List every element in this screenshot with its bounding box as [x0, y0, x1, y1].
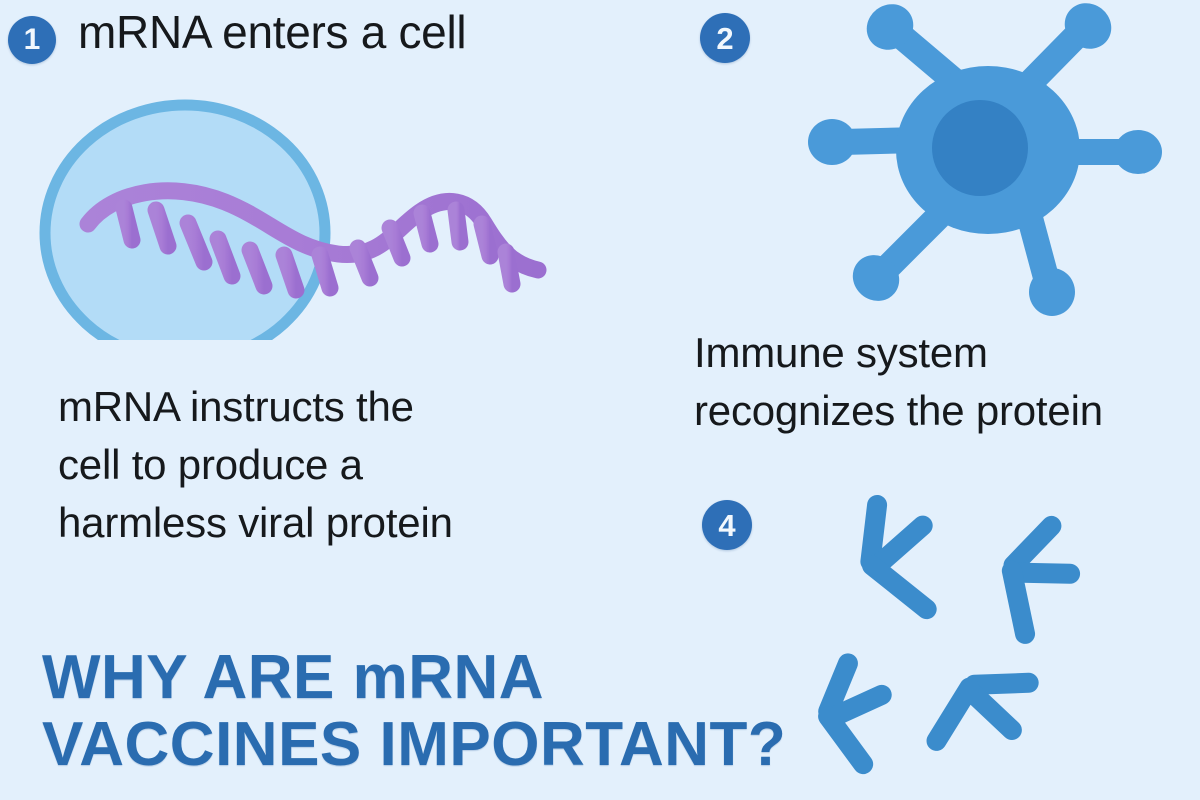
page-headline: WHY ARE mRNA VACCINES IMPORTANT? — [42, 643, 787, 779]
step-number-badge-1: 1 — [8, 16, 56, 64]
caption-line: harmless viral protein — [58, 498, 453, 546]
headline-line: WHY ARE mRNA — [42, 643, 545, 712]
immune-cell-nucleus — [932, 100, 1028, 196]
headline-line: VACCINES IMPORTANT? — [42, 709, 787, 779]
caption-line: recognizes the protein — [694, 386, 1103, 434]
antibody-icon — [926, 672, 1039, 751]
antibody-icon — [860, 494, 937, 620]
step-number-badge-4: 4 — [702, 500, 752, 550]
antibodies-illustration — [800, 480, 1200, 800]
antibody-icon — [818, 653, 892, 775]
step-2-caption: Immune system recognizes the protein — [694, 324, 1200, 440]
caption-line: Immune system — [694, 329, 988, 376]
immune-cell-illustration — [780, 0, 1200, 320]
step-1-heading: mRNA enters a cell — [78, 6, 467, 58]
caption-line: cell to produce a — [58, 440, 363, 488]
cell-with-mrna-illustration — [20, 80, 600, 367]
mrna-strand-icon — [79, 182, 547, 299]
antibody-icon — [1001, 515, 1081, 644]
step-1-caption: mRNA instructs the cell to produce a har… — [58, 378, 588, 552]
immune-cell-icon — [808, 3, 1162, 316]
step-number-badge-2: 2 — [700, 13, 750, 63]
caption-line: mRNA instructs the — [58, 383, 414, 430]
